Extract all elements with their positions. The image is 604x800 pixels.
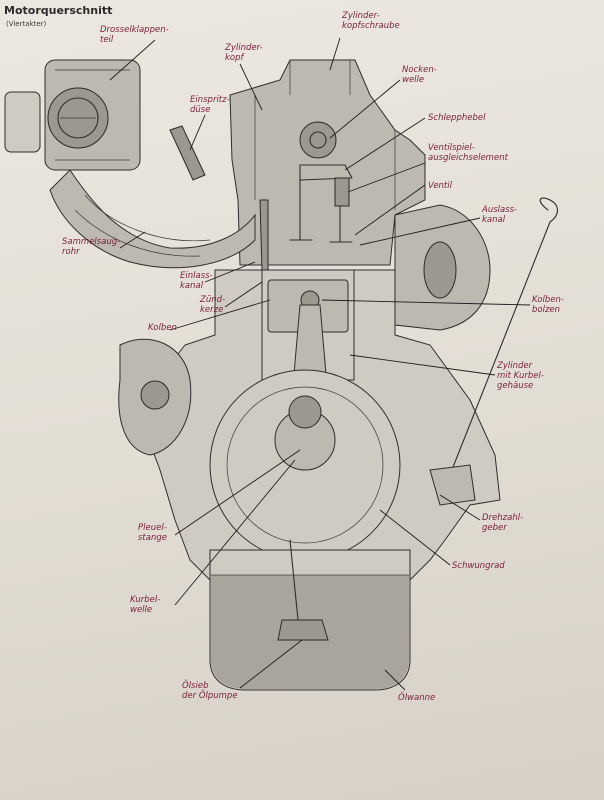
- label-line: Schlepphebel: [428, 113, 486, 123]
- label-schlepphebel: Schlepphebel: [428, 113, 486, 123]
- label-line: Zünd-: [199, 295, 225, 305]
- label-line: welle: [402, 75, 424, 85]
- label-line: kopf: [225, 53, 246, 63]
- fuel-injector: [169, 125, 206, 181]
- label-line: Einlass-: [180, 271, 213, 281]
- label-line: Zylinder-: [224, 43, 263, 53]
- engine-sketch: [4, 59, 559, 691]
- leader-lines: [109, 37, 531, 691]
- label-zylinderkopf: Zylinder-kopf: [224, 43, 263, 63]
- throttle-body: [4, 59, 141, 171]
- label-line: Schwungrad: [452, 561, 505, 571]
- label-line: Kolben: [148, 323, 177, 333]
- label-line: stange: [138, 533, 167, 543]
- label-line: Kurbel-: [130, 595, 160, 605]
- oil-pickup-tube: [289, 539, 299, 621]
- label-kolbenbolzen: Kolben-bolzen: [532, 295, 564, 315]
- label-line: Drehzahl-: [482, 513, 523, 523]
- cylinder-head: [229, 59, 426, 266]
- label-line: kanal: [482, 215, 506, 225]
- label-line: Ventil: [428, 181, 453, 191]
- label-line: kopfschraube: [342, 21, 400, 31]
- label-ventilspiel: Ventilspiel-ausgleichselement: [428, 143, 509, 163]
- label-drosselklappenteil: Drosselklappen-teil: [100, 25, 169, 45]
- label-einlasskanal: Einlass-kanal: [180, 271, 213, 291]
- label-line: Ölwanne: [398, 692, 435, 703]
- label-ventil: Ventil: [428, 181, 453, 191]
- label-line: Kolben-: [532, 295, 564, 305]
- label-kurbelwelle: Kurbel-welle: [130, 595, 160, 615]
- label-line: Zylinder: [496, 361, 533, 371]
- label-line: Drosselklappen-: [100, 25, 169, 35]
- label-line: kerze: [200, 305, 223, 315]
- label-sammelsaugrohr: Sammelsaug-rohr: [62, 237, 120, 257]
- label-oelwanne: Ölwanne: [398, 692, 435, 703]
- label-line: kanal: [180, 281, 204, 291]
- label-pleuelstange: Pleuel-stange: [138, 523, 167, 543]
- label-line: mit Kurbel-: [497, 371, 544, 381]
- crank-sensor: [429, 464, 476, 506]
- label-line: Zylinder-: [341, 11, 380, 21]
- rocker-arm: [299, 164, 353, 181]
- label-kolben: Kolben: [148, 323, 177, 333]
- label-line: teil: [100, 35, 114, 45]
- label-line: Sammelsaug-: [62, 237, 120, 247]
- camshaft: [299, 121, 337, 159]
- diagram-title: Motorquerschnitt: [4, 4, 112, 17]
- label-line: gehäuse: [497, 381, 533, 391]
- label-line: rohr: [62, 247, 80, 257]
- valve: [289, 179, 313, 241]
- intake-manifold: [49, 169, 256, 269]
- label-line: Pleuel-: [138, 523, 167, 533]
- label-nockenwelle: Nocken-welle: [402, 65, 437, 85]
- label-schwungrad: Schwungrad: [452, 561, 505, 571]
- label-line: Nocken-: [402, 65, 437, 75]
- label-line: Ölsieb: [182, 680, 208, 691]
- label-zylinderkopfschraube: Zylinder-kopfschraube: [341, 11, 400, 31]
- label-line: düse: [190, 105, 210, 115]
- label-einspritzduese: Einspritz-düse: [190, 95, 230, 115]
- oil-strainer: [277, 619, 329, 641]
- spark-plug: [259, 199, 269, 271]
- label-line: welle: [130, 605, 152, 615]
- diagram-subtitle: (Viertakter): [6, 20, 47, 28]
- valve-lash-adjuster: [334, 177, 350, 207]
- label-line: ausgleichselement: [428, 153, 509, 163]
- label-drehzahlgeber: Drehzahl-geber: [482, 513, 523, 533]
- label-line: Ventilspiel-: [428, 143, 475, 153]
- label-line: Auslass-: [481, 205, 517, 215]
- label-zuendkerze: Zünd-kerze: [199, 295, 225, 315]
- label-line: Einspritz-: [190, 95, 230, 105]
- dipstick: [439, 197, 559, 501]
- label-line: bolzen: [532, 305, 560, 315]
- label-line: der Ölpumpe: [182, 690, 238, 701]
- label-line: geber: [482, 523, 507, 533]
- labels: Motorquerschnitt (Viertakter) Drosselkla…: [4, 4, 564, 703]
- label-auslasskanal: Auslass-kanal: [481, 205, 517, 225]
